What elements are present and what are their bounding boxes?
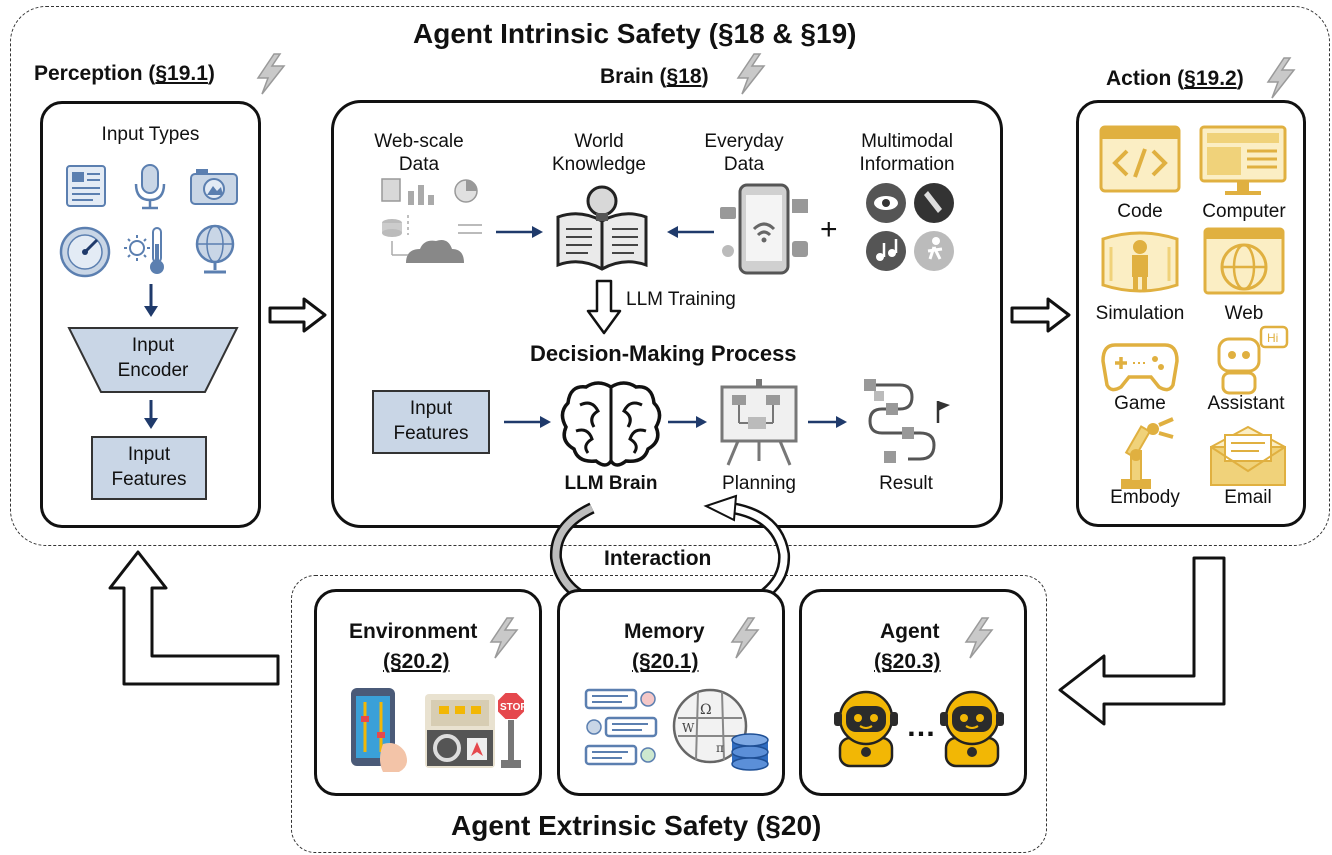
robot-agent-icon bbox=[940, 690, 1004, 768]
tablet-control-icon bbox=[351, 688, 407, 772]
planning-label: Planning bbox=[722, 473, 796, 494]
memory-title: Memory bbox=[624, 620, 705, 643]
action-label-simulation: Simulation bbox=[1095, 303, 1185, 324]
lightning-icon bbox=[256, 53, 286, 95]
thermometer-icon bbox=[124, 227, 164, 274]
arrow-right-icon bbox=[496, 226, 543, 238]
data-charts-icon bbox=[381, 178, 482, 263]
radar-icon bbox=[195, 224, 235, 274]
multimodal-information-label: Multimodal Information bbox=[859, 131, 955, 175]
memory-panel: Memory (§20.1) Ω W π bbox=[557, 589, 785, 796]
input-encoder bbox=[67, 327, 239, 393]
llm-brain-label: LLM Brain bbox=[564, 473, 658, 494]
environment-panel: Environment (§20.2) STOP bbox=[314, 589, 542, 796]
intrinsic-safety-title: Agent Intrinsic Safety (§18 & §19) bbox=[413, 18, 857, 49]
perception-title: Perception (§19.1) bbox=[34, 62, 215, 85]
arrow-right-icon bbox=[808, 416, 847, 428]
hollow-arrow-right-icon bbox=[268, 297, 327, 333]
camera-icon bbox=[190, 169, 238, 205]
car-dashboard-stop-icon: STOP bbox=[425, 691, 527, 768]
extrinsic-safety-region bbox=[291, 575, 1047, 853]
computer-icon bbox=[1199, 125, 1287, 195]
brain-icon bbox=[560, 381, 662, 467]
robot-arm-icon bbox=[1121, 417, 1174, 489]
svg-text:π: π bbox=[716, 741, 724, 755]
action-title: Action (§19.2) bbox=[1106, 67, 1244, 90]
code-icon bbox=[1099, 125, 1181, 193]
agent-title: Agent bbox=[880, 620, 940, 643]
perception-panel: Input Types bbox=[40, 101, 261, 528]
action-label-email: Email bbox=[1224, 487, 1272, 508]
simulation-icon bbox=[1101, 231, 1179, 293]
svg-text:W: W bbox=[682, 721, 695, 735]
wiki-database-icon: Ω W π bbox=[672, 688, 769, 771]
microphone-icon bbox=[134, 164, 166, 210]
gauge-icon bbox=[59, 226, 111, 278]
lightning-icon bbox=[1266, 57, 1296, 99]
book-icon bbox=[556, 185, 648, 271]
robot-agent-icon bbox=[834, 690, 898, 768]
agent-panel: Agent (§20.3) … bbox=[799, 589, 1027, 796]
intrinsic-safety-region bbox=[10, 6, 1330, 546]
environment-title: Environment bbox=[349, 620, 478, 643]
hollow-arrow-right-icon bbox=[1010, 297, 1071, 333]
llm-training-label: LLM Training bbox=[626, 289, 736, 310]
action-label-game: Game bbox=[1114, 393, 1166, 414]
arrow-down-icon bbox=[144, 400, 158, 429]
environment-ref: (§20.2) bbox=[383, 650, 450, 673]
result-path-icon bbox=[864, 379, 950, 463]
hollow-arrow-down-icon bbox=[586, 279, 622, 335]
action-label-web: Web bbox=[1224, 303, 1264, 324]
svg-text:Hi: Hi bbox=[1267, 331, 1278, 345]
decision-making-title: Decision-Making Process bbox=[530, 341, 797, 366]
arrow-left-icon bbox=[667, 226, 714, 238]
lightning-icon bbox=[736, 53, 766, 95]
hollow-arrow-return-right-icon bbox=[1058, 556, 1226, 726]
email-envelope-icon bbox=[1210, 425, 1286, 486]
interaction-label: Interaction bbox=[604, 547, 712, 570]
svg-text:Ω: Ω bbox=[700, 702, 712, 718]
arrow-right-icon bbox=[504, 416, 551, 428]
chat-messages-icon bbox=[584, 688, 658, 766]
action-label-computer: Computer bbox=[1202, 201, 1286, 222]
svg-text:STOP: STOP bbox=[500, 702, 527, 713]
perception-input-features: Input Features bbox=[91, 436, 207, 500]
action-label-code: Code bbox=[1117, 201, 1163, 222]
extrinsic-safety-title: Agent Extrinsic Safety (§20) bbox=[451, 810, 822, 841]
phone-iot-icon bbox=[720, 183, 808, 275]
result-label: Result bbox=[879, 473, 933, 494]
lightning-icon bbox=[730, 617, 760, 659]
memory-ref: (§20.1) bbox=[632, 650, 699, 673]
input-encoder-label: Input Encoder bbox=[117, 335, 189, 381]
plus-sign: + bbox=[820, 213, 838, 246]
gamepad-icon bbox=[1101, 343, 1179, 392]
web-scale-data-label: Web-scale Data bbox=[374, 131, 464, 175]
arrow-right-icon bbox=[668, 416, 707, 428]
world-knowledge-label: World Knowledge bbox=[551, 131, 647, 175]
planning-board-icon bbox=[720, 379, 798, 466]
arrow-down-icon bbox=[144, 284, 158, 317]
action-label-assistant: Assistant bbox=[1207, 393, 1285, 414]
lightning-icon bbox=[964, 617, 994, 659]
web-globe-icon bbox=[1203, 227, 1285, 295]
document-icon bbox=[66, 165, 106, 207]
hollow-arrow-return-left-icon bbox=[108, 550, 280, 686]
brain-panel: Web-scale Data World Knowledge Everyday … bbox=[331, 100, 1003, 528]
agent-ref: (§20.3) bbox=[874, 650, 941, 673]
everyday-data-label: Everyday Data bbox=[704, 131, 784, 175]
input-types-label: Input Types bbox=[101, 124, 200, 145]
agent-ellipsis: … bbox=[906, 710, 936, 743]
assistant-robot-icon: Hi bbox=[1217, 325, 1289, 395]
brain-title: Brain (§18) bbox=[600, 65, 709, 88]
lightning-icon bbox=[489, 617, 519, 659]
action-panel: Code Computer Simulation Web Game bbox=[1076, 100, 1306, 527]
multimodal-icon bbox=[866, 183, 954, 271]
action-label-embody: Embody bbox=[1110, 487, 1180, 508]
brain-input-features: Input Features bbox=[372, 390, 490, 454]
